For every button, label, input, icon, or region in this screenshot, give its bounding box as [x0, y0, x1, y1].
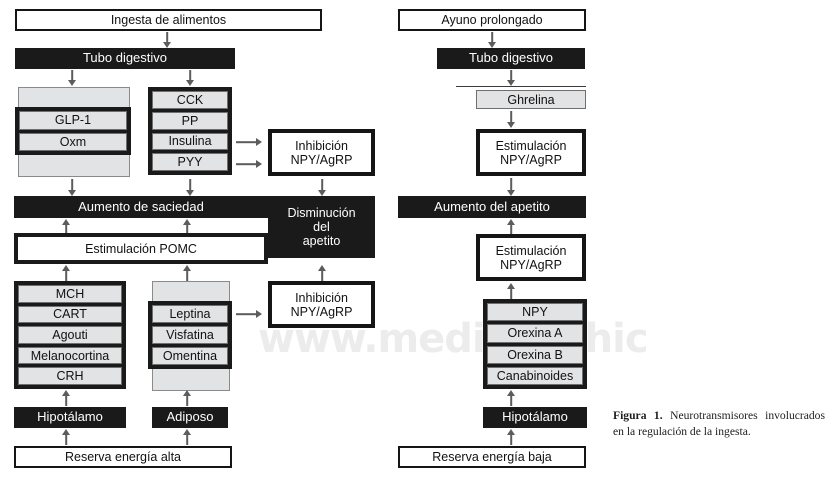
right-orexigenic-item-2: Orexina B	[487, 345, 583, 364]
arrow-reserve-to-hypothalamus-right	[505, 429, 517, 445]
right-orexigenic-item-3: Canabinoides	[487, 366, 583, 385]
left-gut-peptide-item-0: CCK	[152, 91, 228, 109]
left-appetite-decrease-line2: del	[313, 220, 330, 234]
arrow-intake-to-gut	[161, 32, 173, 48]
arrow-leptin-to-inhibition	[236, 308, 262, 320]
left-adipose-box: Adiposo	[152, 407, 228, 428]
left-appetite-decrease-box: Disminución del apetito	[268, 196, 375, 258]
figure-caption: Figura 1. Neurotransmisores involucrados…	[613, 408, 825, 441]
right-fasting-box: Ayuno prolongado	[398, 9, 586, 31]
right-fasting-label: Ayuno prolongado	[441, 13, 543, 27]
figure-caption-label: Figura 1.	[613, 409, 663, 422]
arrow-insulina-to-inhibition	[236, 136, 262, 148]
figure-caption-text: Neurotransmisores involucrados en la reg…	[613, 409, 825, 439]
left-appetite-decrease-line1: Disminución	[287, 206, 356, 220]
left-satiety-box: Aumento de saciedad	[14, 196, 268, 218]
arrow-stimulation-to-appetite-increase	[505, 178, 517, 196]
left-hypothalamus-box: Hipotálamo	[14, 407, 126, 428]
left-adipokine-stack: Leptina Visfatina Omentina	[148, 301, 232, 369]
left-inhibition-top-box: Inhibición NPY/AgRP	[268, 129, 375, 176]
left-hypo-peptide-item-0: MCH	[18, 285, 122, 303]
right-gut-label: Tubo digestivo	[468, 50, 554, 66]
arrow-gut-peptides-to-satiety	[184, 179, 196, 196]
left-food-intake-label: Ingesta de alimentos	[110, 13, 227, 27]
left-adipokine-item-2: Omentina	[152, 347, 228, 365]
left-hypo-peptide-item-1: CART	[18, 305, 122, 324]
right-hypothalamus-box: Hipotálamo	[483, 407, 587, 428]
left-hypo-peptide-item-2: Agouti	[18, 326, 122, 344]
arrow-hypothalamus-to-peptides	[60, 390, 72, 406]
right-reserve-box: Reserva energía baja	[398, 446, 586, 468]
left-gut-label: Tubo digestivo	[82, 50, 168, 66]
arrow-hypothalamus-to-orexigenic	[505, 390, 517, 406]
arrow-gut-to-incretins	[66, 70, 78, 86]
left-incretin-item-1: Oxm	[19, 132, 127, 151]
arrow-fasting-to-gut	[486, 32, 498, 48]
left-incretin-item-0: GLP-1	[19, 111, 127, 130]
right-stimulation-top-box: Estimulación NPY/AgRP	[476, 129, 586, 176]
arrow-ghrelin-to-stimulation-top	[505, 111, 517, 128]
left-pomc-box: Estimulación POMC	[18, 237, 264, 260]
arrow-pyy-to-inhibition	[236, 158, 262, 170]
arrow-inhibition-to-appetite-decrease	[316, 179, 328, 196]
left-inhibition-top-line1: Inhibición	[295, 138, 348, 153]
left-gut-peptide-item-1: PP	[152, 111, 228, 130]
right-stimulation-bottom-line1: Estimulación	[495, 243, 567, 258]
left-hypo-peptide-stack: MCH CART Agouti Melanocortina CRH	[14, 281, 126, 389]
right-reserve-label: Reserva energía baja	[432, 450, 552, 464]
left-hypo-peptide-item-4: CRH	[18, 367, 122, 385]
arrow-reserve-to-adipose	[181, 429, 193, 445]
left-inhibition-bottom-line2: NPY/AgRP	[290, 304, 353, 319]
right-hypothalamus-label: Hipotálamo	[502, 409, 568, 425]
right-ghrelin-label: Ghrelina	[507, 92, 555, 107]
left-inhibition-bottom-line1: Inhibición	[295, 290, 348, 305]
arrow-orexigenic-to-stimulation	[505, 283, 517, 299]
right-stimulation-bottom-box: Estimulación NPY/AgRP	[476, 234, 586, 281]
left-adipokine-item-0: Leptina	[152, 305, 228, 323]
left-gut-peptide-item-2: Insulina	[152, 132, 228, 151]
right-stimulation-top-line2: NPY/AgRP	[500, 152, 562, 167]
left-reserve-label: Reserva energía alta	[64, 450, 182, 464]
right-appetite-increase-box: Aumento del apetito	[398, 196, 586, 218]
arrow-incretins-to-satiety	[66, 179, 78, 196]
left-adipose-label: Adiposo	[166, 409, 214, 425]
left-gut-peptide-stack: CCK PP Insulina PYY	[148, 87, 232, 175]
left-hypothalamus-label: Hipotálamo	[37, 409, 103, 425]
left-appetite-decrease-line3: apetito	[302, 234, 341, 248]
left-gut-box: Tubo digestivo	[15, 48, 235, 69]
left-adipokine-item-1: Visfatina	[152, 326, 228, 344]
arrow-adipokines-to-pomc	[181, 265, 193, 281]
right-gut-box: Tubo digestivo	[437, 48, 585, 69]
left-gut-peptide-item-3: PYY	[152, 153, 228, 171]
arrow-hypo-peptides-to-pomc	[60, 265, 72, 281]
left-satiety-label: Aumento de saciedad	[78, 198, 204, 214]
right-stimulation-top-line1: Estimulación	[495, 138, 567, 153]
left-inhibition-top-line2: NPY/AgRP	[290, 152, 353, 167]
arrow-gut-to-ghrelin	[505, 70, 517, 86]
arrow-adipose-to-adipokines	[181, 390, 193, 406]
right-orexigenic-stack: NPY Orexina A Orexina B Canabinoides	[483, 299, 587, 389]
right-stimulation-bottom-line2: NPY/AgRP	[500, 257, 562, 272]
left-inhibition-bottom-box: Inhibición NPY/AgRP	[268, 281, 375, 328]
left-incretin-stack: GLP-1 Oxm	[15, 107, 131, 155]
arrow-inhibition-bottom-to-appetite-decrease	[316, 265, 328, 281]
arrow-pomc-to-satiety-left	[60, 219, 72, 235]
arrow-reserve-to-hypothalamus	[60, 429, 72, 445]
arrow-pomc-to-satiety-right	[181, 219, 193, 235]
right-orexigenic-item-1: Orexina A	[487, 324, 583, 343]
left-reserve-box: Reserva energía alta	[14, 446, 232, 468]
right-appetite-increase-label: Aumento del apetito	[434, 198, 550, 214]
left-hypo-peptide-item-3: Melanocortina	[18, 346, 122, 365]
right-orexigenic-item-0: NPY	[487, 303, 583, 322]
left-pomc-label: Estimulación POMC	[85, 241, 197, 256]
arrow-stimulation-bottom-to-appetite	[505, 219, 517, 235]
arrow-gut-to-gut-peptides	[184, 70, 196, 86]
left-food-intake-box: Ingesta de alimentos	[15, 9, 322, 31]
right-ghrelin-box: Ghrelina	[476, 90, 586, 109]
